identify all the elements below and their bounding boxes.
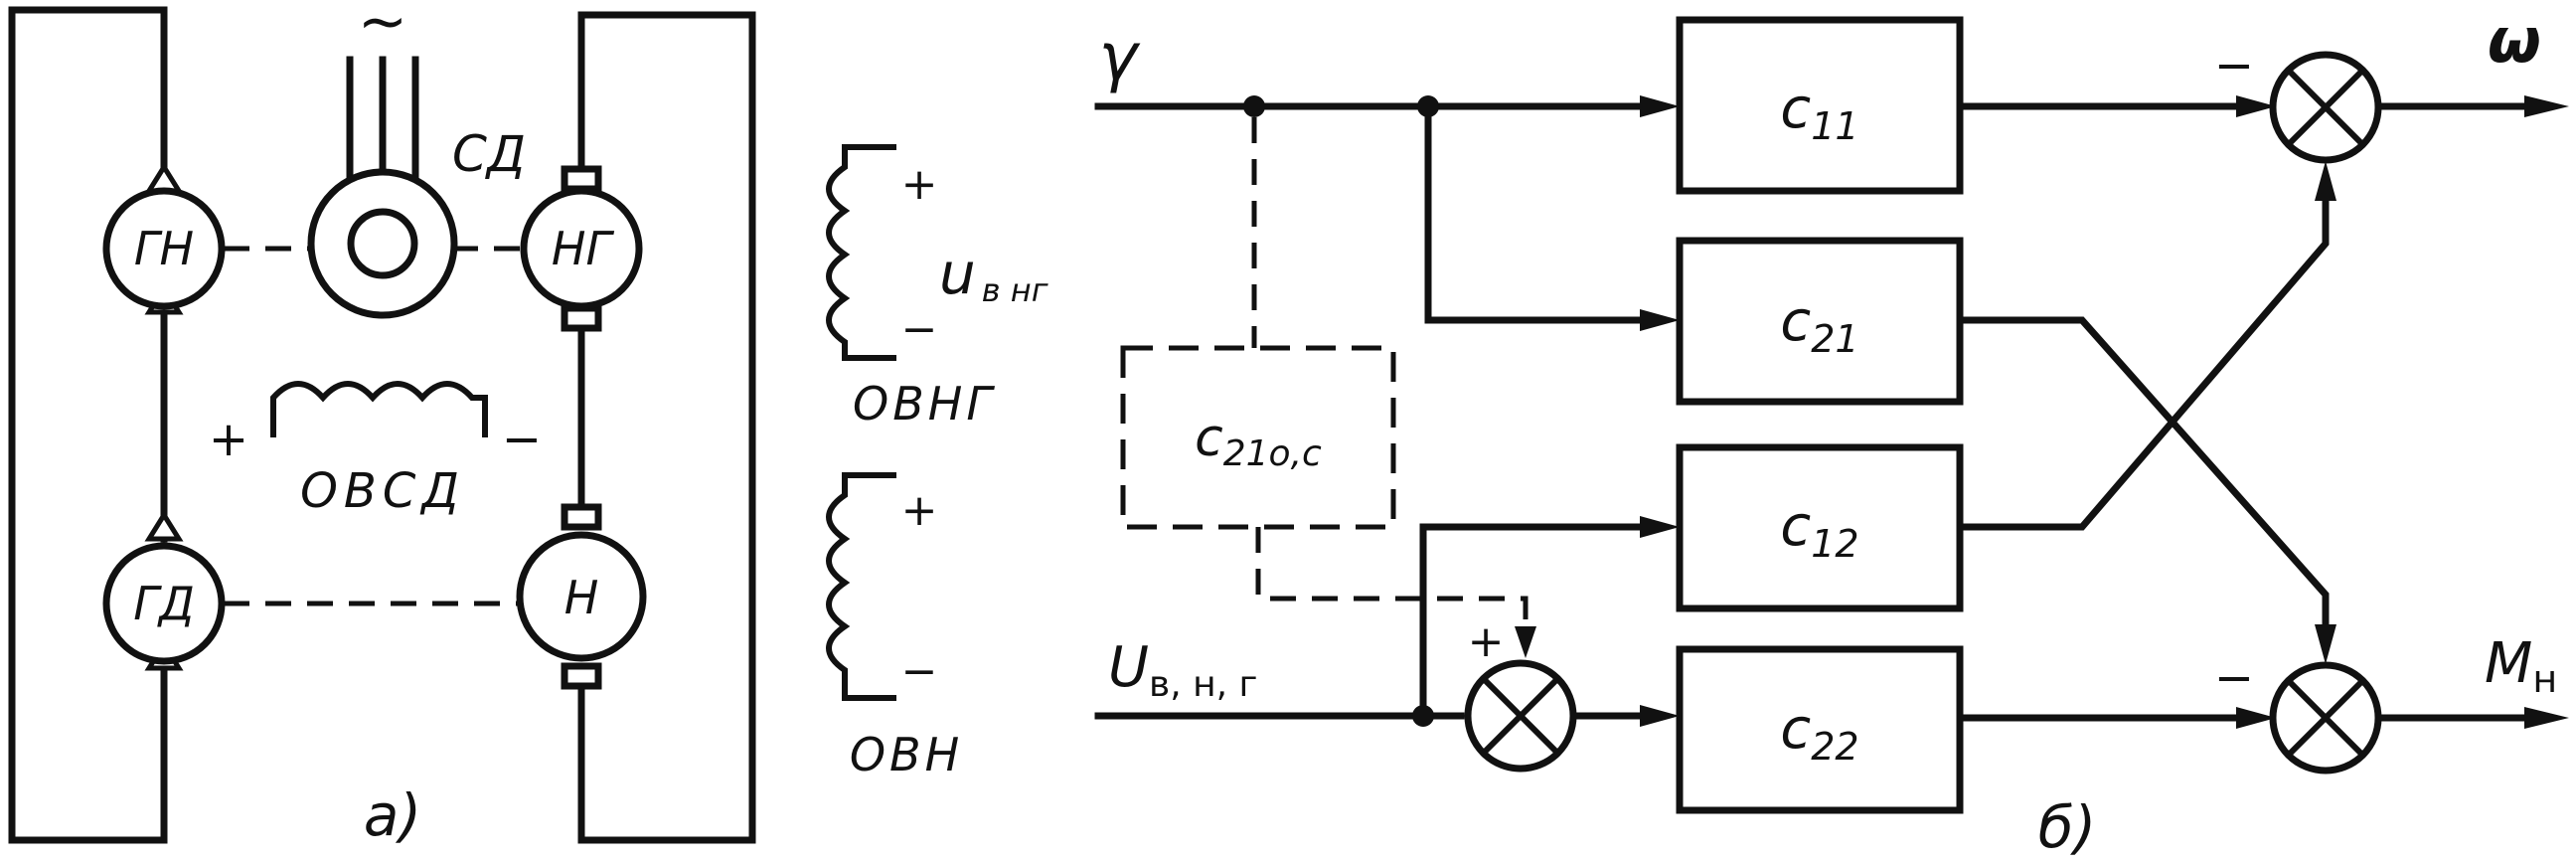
omega-minus-sign: − — [2214, 38, 2254, 93]
gamma-label: γ — [1098, 19, 1140, 95]
ovsd-minus: − — [502, 412, 542, 467]
ovn-plus: + — [901, 485, 938, 536]
u-to-c12-line — [1419, 523, 1654, 720]
arrow-omega-output — [2524, 95, 2569, 117]
omega-label: ω — [2488, 4, 2541, 77]
c21-block — [1676, 237, 1964, 406]
c21-label: c21 — [1780, 289, 1858, 361]
ng-brush-top — [561, 165, 602, 193]
panel-b: c21о,с + c11 c21 c12 c22 − − — [1094, 4, 2569, 861]
arrow-to-c22 — [1640, 705, 1680, 727]
gamma-to-c21-line — [1424, 102, 1654, 324]
c11-block — [1676, 16, 1964, 195]
c22-block — [1676, 645, 1964, 814]
arrow-to-c21 — [1640, 309, 1680, 331]
c12-label: c12 — [1780, 494, 1858, 566]
right-loop-wire — [577, 11, 756, 844]
ovng-plus: + — [901, 159, 938, 210]
c21oc-to-sum-dashed — [1255, 527, 1529, 631]
ng-brush-bottom — [561, 304, 602, 332]
sum-plus-sign: + — [1468, 616, 1505, 667]
ng-label: НГ — [552, 222, 615, 275]
c12-to-omega-sum — [1956, 190, 2330, 531]
arrow-to-c11 — [1640, 95, 1680, 117]
ovsd-winding — [270, 381, 488, 437]
n-label: Н — [564, 571, 599, 624]
arrow-c21-m-sum — [2315, 624, 2336, 664]
panel-b-caption: б) — [2038, 793, 2096, 861]
arrow-to-c12 — [1640, 516, 1680, 538]
ovn-minus: − — [901, 646, 938, 697]
gd-machine — [102, 542, 226, 665]
gn-machine — [102, 187, 226, 310]
sd-label: СД — [452, 125, 526, 183]
m-minus-sign: − — [2214, 650, 2254, 706]
c22-label: c22 — [1780, 697, 1858, 769]
ovng-label: ОВНГ — [853, 377, 996, 431]
ovn-winding — [826, 472, 896, 701]
gd-label: ГД — [133, 577, 195, 630]
arrow-c22-m-sum — [2236, 707, 2276, 729]
arrow-dashed-to-sum — [1515, 626, 1536, 658]
n-machine — [516, 531, 647, 662]
ovn-label: ОВН — [850, 728, 963, 781]
ng-machine — [520, 187, 643, 310]
c11-label: c11 — [1780, 77, 1858, 148]
panel-a-caption: а) — [364, 781, 421, 849]
u-label: Uв, н, г — [1108, 635, 1257, 705]
gd-brush-top — [144, 510, 184, 542]
ovng-minus: − — [901, 304, 938, 355]
c21oc-label: c21о,с — [1195, 409, 1322, 474]
ac-symbol: ~ — [358, 0, 407, 57]
arrow-m-output — [2524, 707, 2569, 729]
sum-junction-m-x2 — [2286, 678, 2365, 758]
gn-label: ГН — [134, 222, 194, 275]
m-label: Mн — [2485, 631, 2557, 701]
n-brush-bottom — [561, 662, 602, 690]
gn-brush-top — [144, 162, 184, 194]
sum-junction-omega-x2 — [2286, 68, 2365, 147]
arrow-c12-omega-sum — [2315, 161, 2336, 201]
left-loop-wire — [8, 6, 168, 844]
ovsd-plus: + — [209, 412, 248, 467]
sd-rotor — [347, 208, 418, 279]
arrow-c11-omega-sum — [2236, 95, 2276, 117]
sum-junction-input-x2 — [1481, 676, 1560, 756]
n-brush-top — [561, 503, 602, 531]
c21-to-m-sum — [1956, 316, 2330, 635]
ovsd-label: ОВСД — [300, 463, 465, 519]
ovng-winding — [826, 144, 896, 361]
gamma-node-1 — [1243, 95, 1265, 117]
